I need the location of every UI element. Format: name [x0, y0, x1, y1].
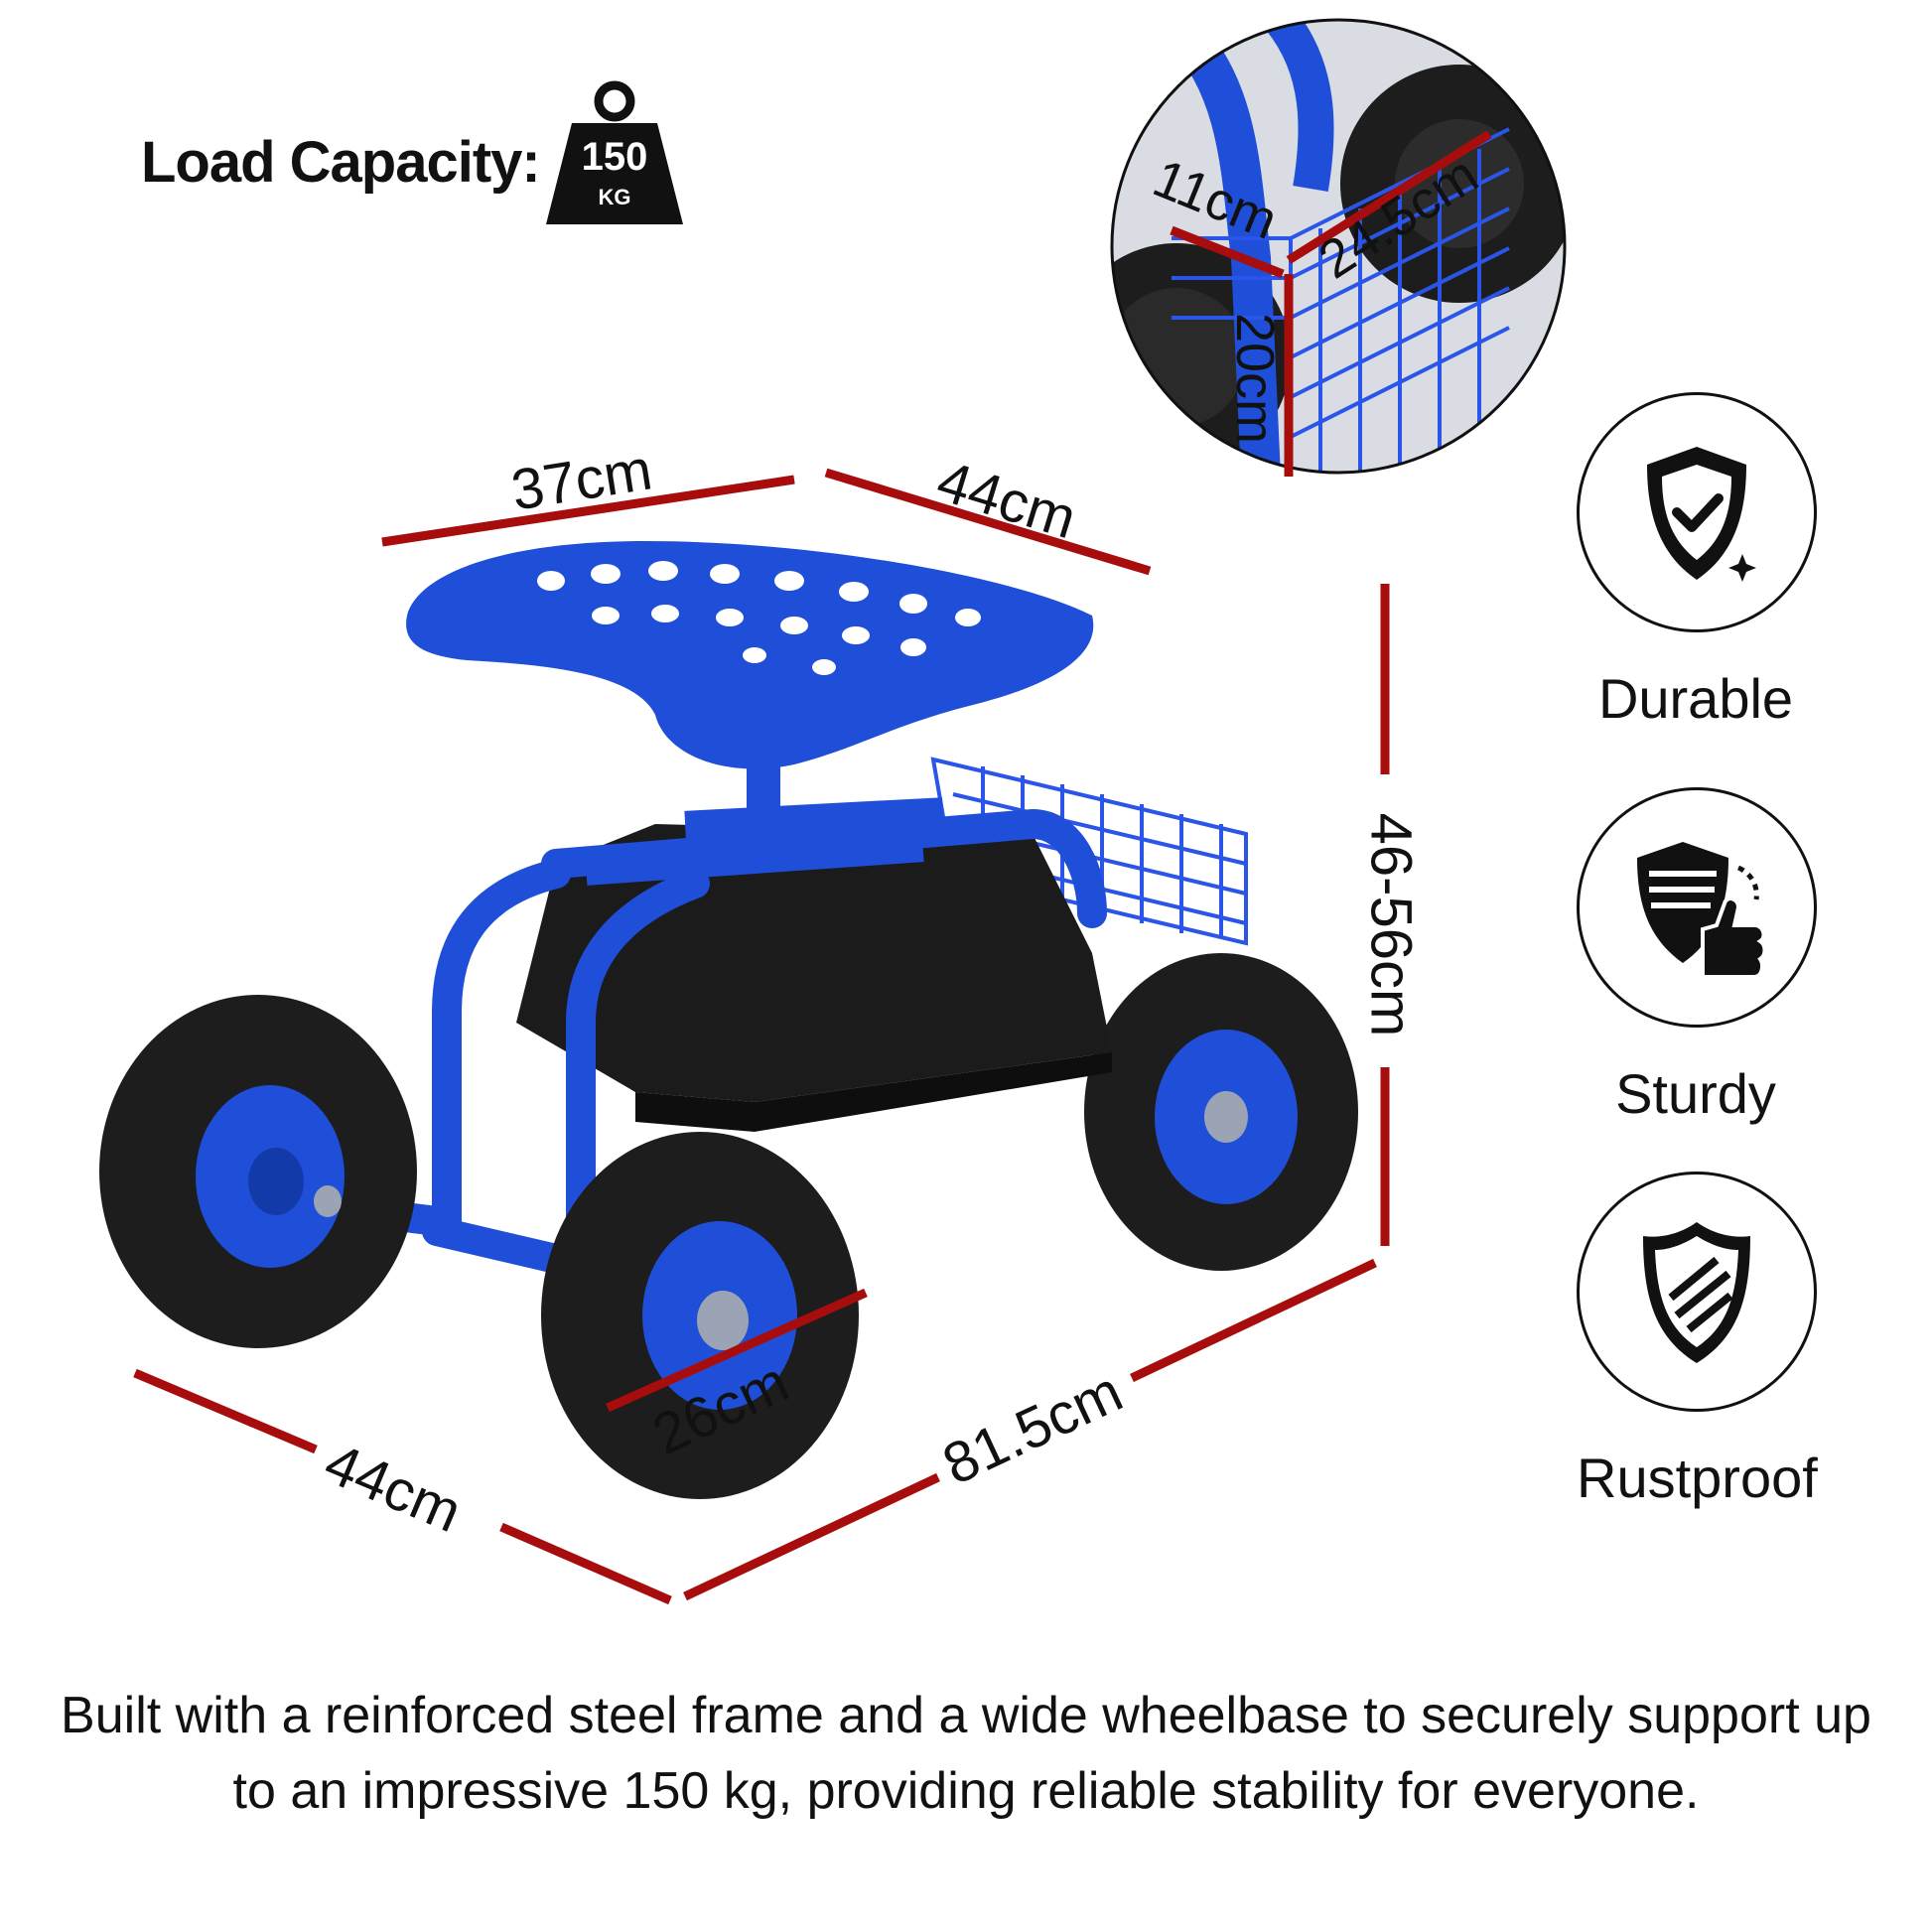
feature-rustproof: Rustproof: [1577, 1172, 1818, 1510]
weight-icon: [546, 80, 683, 224]
load-capacity-label: Load Capacity:: [141, 130, 541, 195]
feature-sturdy-label: Sturdy: [1615, 1062, 1776, 1125]
feature-durable: Durable: [1577, 392, 1817, 731]
garden-cart-drawing: [99, 541, 1358, 1499]
load-capacity-value: 150: [581, 135, 648, 179]
feature-durable-badge: [1577, 392, 1817, 632]
feature-durable-label: Durable: [1597, 667, 1794, 730]
product-description: Built with a reinforced steel frame and …: [61, 1687, 1871, 1820]
load-capacity-unit: KG: [598, 185, 631, 209]
dimension-height: 46-56cm: [1358, 812, 1424, 1037]
shield-thumbs-up-icon: [1637, 842, 1767, 979]
shield-check-icon: [1647, 447, 1756, 582]
product-illustration: [99, 18, 1567, 1605]
shield-stripes-icon: [1643, 1222, 1750, 1363]
feature-rustproof-badge: [1577, 1172, 1817, 1412]
feature-rustproof-label: Rustproof: [1577, 1447, 1818, 1509]
dimension-lines: [133, 468, 1390, 1605]
feature-sturdy-badge: [1577, 787, 1817, 1028]
dimension-basket-height: 20cm: [1225, 312, 1286, 445]
feature-sturdy: Sturdy: [1577, 787, 1817, 1126]
